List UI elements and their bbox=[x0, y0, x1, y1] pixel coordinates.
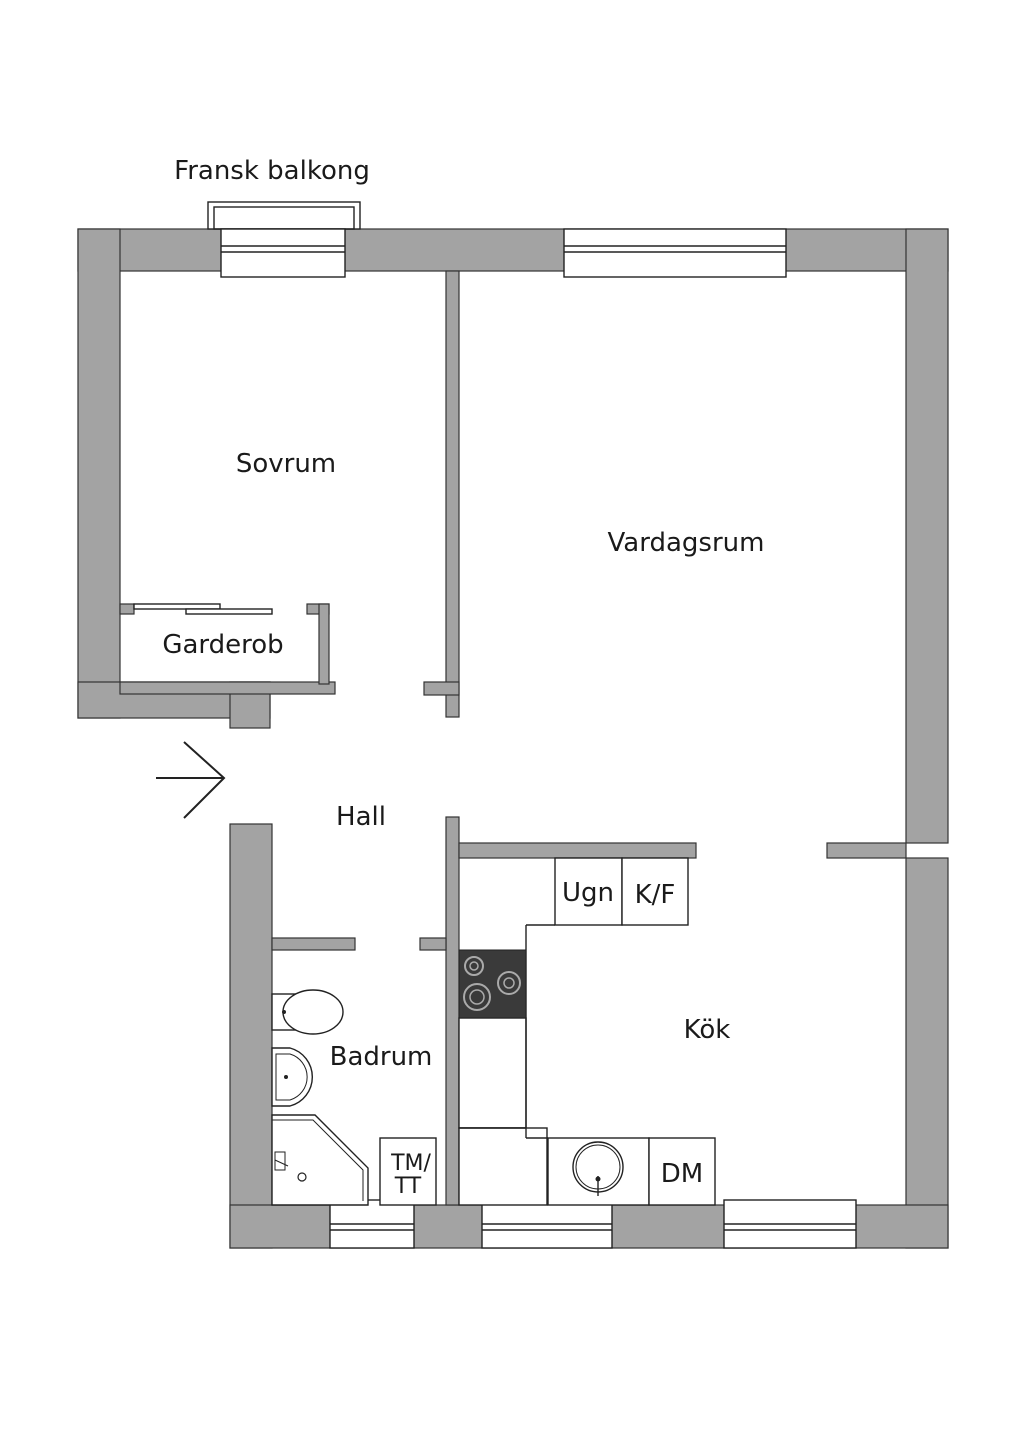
windows bbox=[220, 228, 857, 1249]
wardrobe-label: Garderob bbox=[162, 630, 283, 660]
oven-box bbox=[554, 857, 623, 926]
bedroom-label: Sovrum bbox=[236, 449, 336, 479]
toilet-icon bbox=[271, 989, 344, 1035]
dishwasher-label: DM bbox=[661, 1159, 703, 1189]
french-balcony bbox=[207, 201, 361, 230]
bathroom-fixtures bbox=[271, 989, 437, 1206]
bathroom-label: Badrum bbox=[330, 1042, 433, 1072]
fridge-freezer-label: K/F bbox=[635, 880, 676, 910]
living-room-label: Vardagsrum bbox=[608, 528, 765, 558]
oven-label: Ugn bbox=[562, 878, 614, 908]
wardrobe-sliding-doors bbox=[133, 603, 273, 615]
window-kitchen-left bbox=[481, 1199, 613, 1249]
kitchen-sink-icon bbox=[572, 1141, 624, 1196]
window-bedroom bbox=[220, 228, 346, 278]
washer-dryer-box bbox=[379, 1137, 437, 1206]
entrance-arrow-icon bbox=[156, 741, 226, 819]
washer-label-line2: TT bbox=[394, 1174, 422, 1199]
kitchen-fixtures bbox=[458, 857, 716, 1206]
fridge-freezer-box bbox=[621, 857, 689, 926]
labels: Fransk balkong Sovrum Vardagsrum Gardero… bbox=[162, 156, 764, 1199]
window-kitchen-right bbox=[723, 1199, 857, 1249]
window-bathroom bbox=[329, 1199, 415, 1249]
dishwasher-box bbox=[648, 1137, 716, 1206]
stove-icon bbox=[458, 949, 527, 1019]
kitchen-label: Kök bbox=[684, 1015, 731, 1045]
bathroom-sink-icon bbox=[271, 1047, 314, 1107]
hall-label: Hall bbox=[336, 802, 386, 832]
interior-walls bbox=[119, 270, 907, 1206]
washer-label-line1: TM/ bbox=[390, 1151, 431, 1176]
balcony-label: Fransk balkong bbox=[174, 156, 370, 186]
shower-icon bbox=[271, 1114, 369, 1206]
window-living bbox=[563, 228, 787, 278]
